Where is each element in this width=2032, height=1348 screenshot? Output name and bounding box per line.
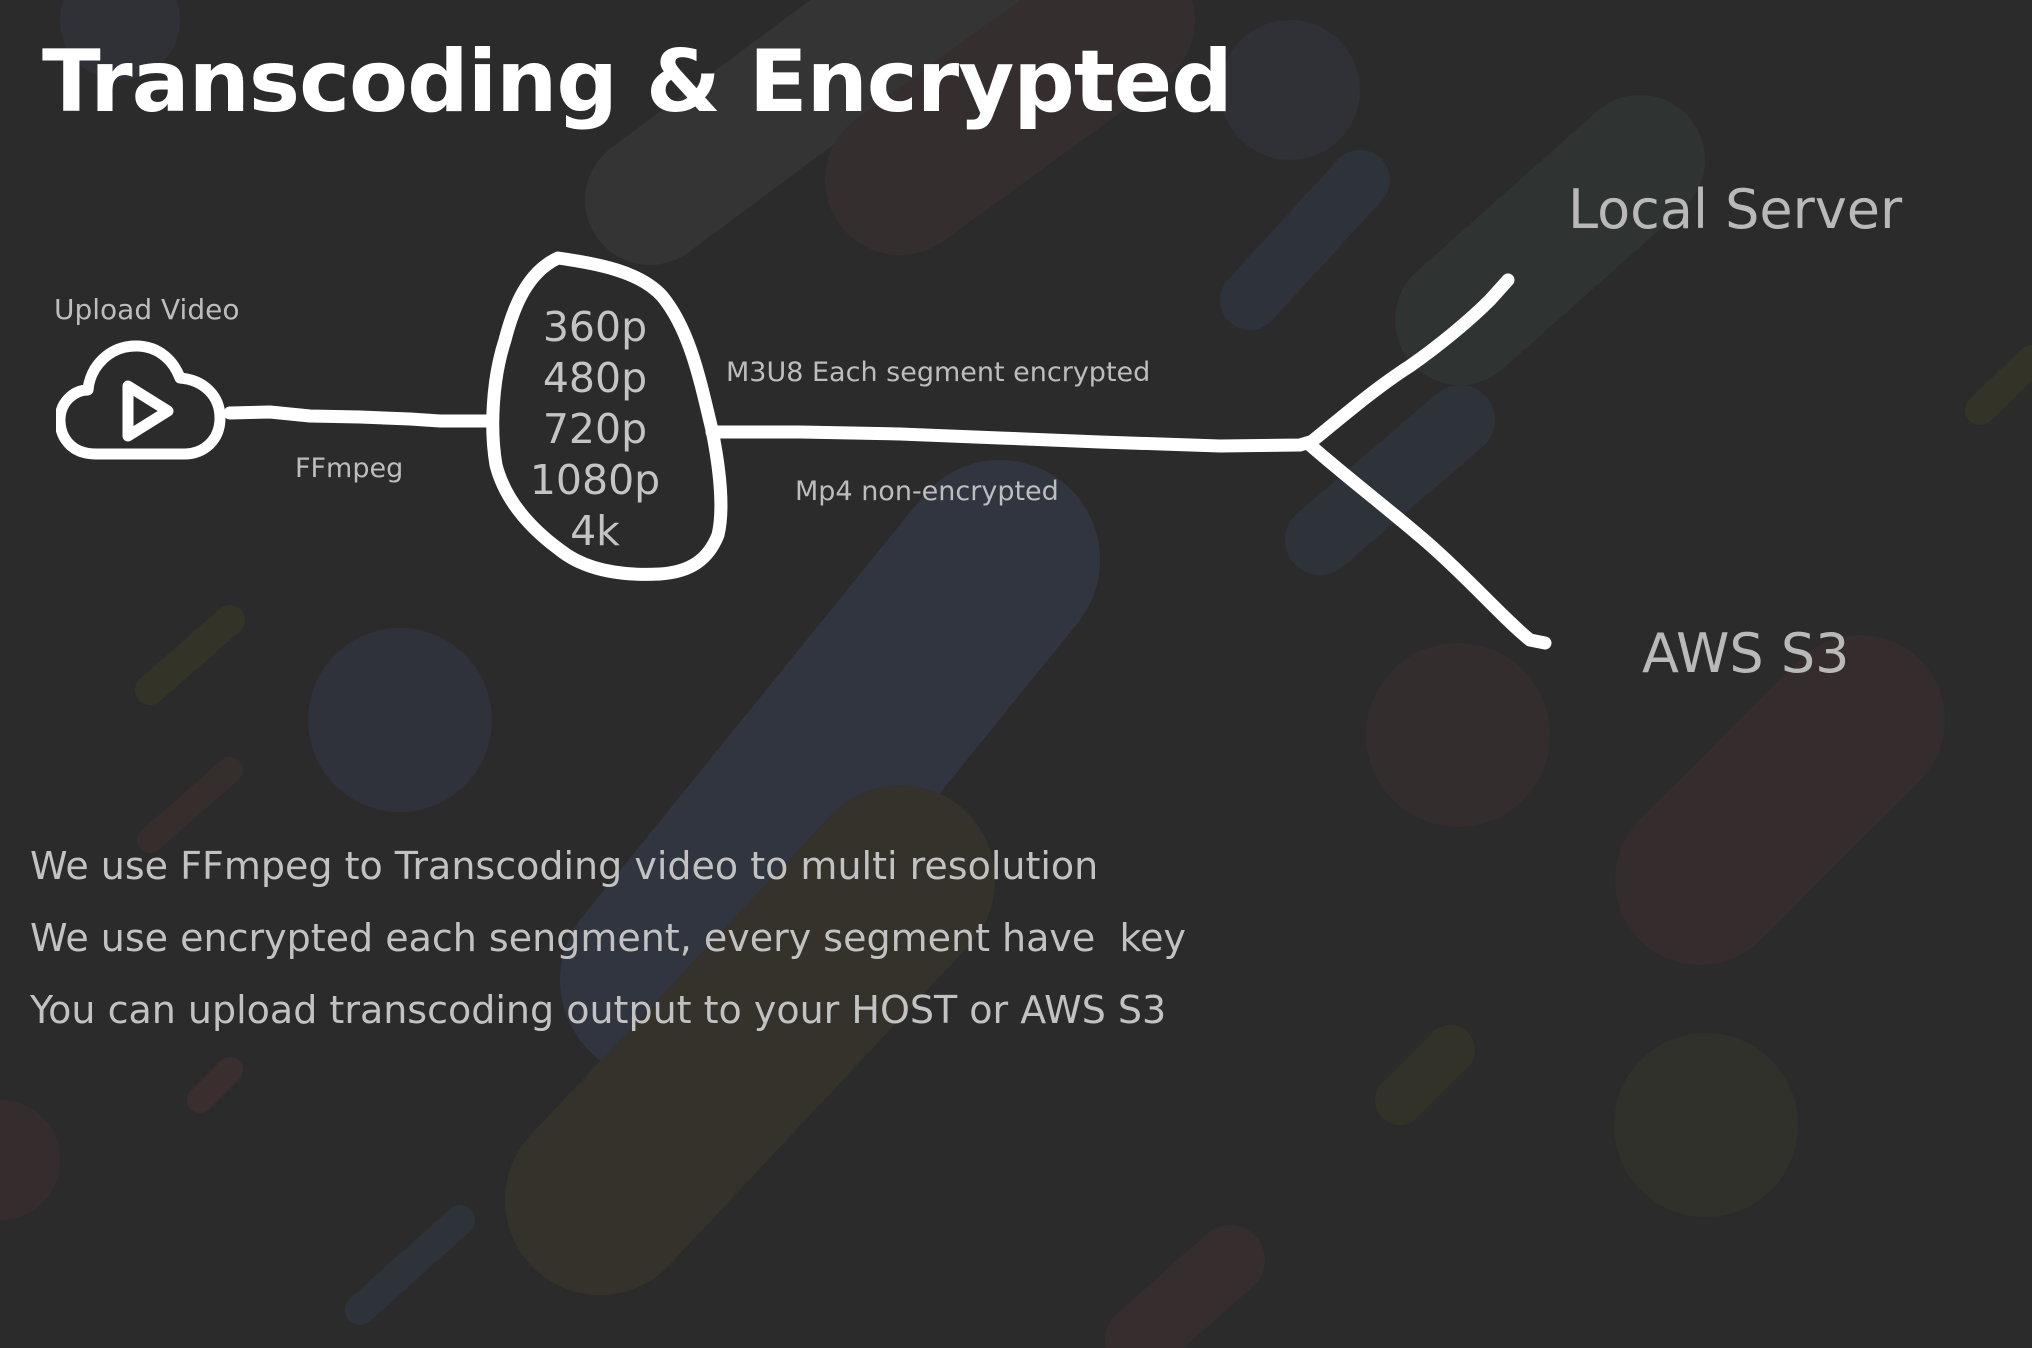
note-line: You can upload transcoding output to you… (30, 988, 1167, 1032)
notes-list: We use FFmpeg to Transcoding video to mu… (30, 830, 1186, 1046)
bg-circle (1614, 1033, 1798, 1217)
resolution-item: 360p (542, 303, 648, 351)
slide-title: Transcoding & Encrypted (42, 32, 1233, 132)
bg-stroke (825, 0, 1195, 255)
bg-stroke (1965, 345, 2032, 425)
edge-upload-to-transcode (223, 405, 497, 428)
edge-to-aws-s3 (1303, 438, 1552, 650)
cloud-play-icon (56, 340, 226, 460)
bg-stroke (1615, 635, 1945, 965)
bg-stroke (505, 785, 995, 1295)
upload-video-label: Upload Video (54, 293, 240, 326)
bg-circle (0, 1100, 60, 1220)
bg-circle (60, 0, 180, 80)
mp4-non-encrypted-label: Mp4 non-encrypted (795, 476, 1059, 507)
bg-stroke (1105, 1225, 1265, 1348)
bg-stroke (585, 0, 1029, 265)
resolution-item: 4k (570, 507, 620, 555)
cloud-outline (56, 340, 226, 460)
note-line: We use encrypted each sengment, every se… (30, 916, 1186, 960)
bg-stroke (1220, 150, 1390, 330)
resolution-item: 720p (542, 405, 648, 453)
edge-transcode-to-split (705, 425, 1317, 453)
local-server-label: Local Server (1568, 178, 1903, 241)
bg-stroke (1375, 1025, 1475, 1125)
bg-circle (1366, 643, 1550, 827)
bg-stroke (187, 1057, 243, 1113)
resolution-item: 480p (542, 354, 648, 402)
bg-stroke (345, 1205, 475, 1325)
edge-to-local-server (1303, 273, 1515, 450)
resolution-list: 360p 480p 720p 1080p 4k (520, 302, 670, 557)
resolution-item: 1080p (529, 456, 661, 504)
bg-stroke (135, 605, 245, 705)
bg-stroke (1285, 385, 1495, 575)
bg-circle (308, 628, 492, 812)
play-triangle-icon (122, 380, 174, 442)
m3u8-encrypted-label: M3U8 Each segment encrypted (726, 357, 1151, 388)
bg-circle (1220, 20, 1360, 160)
bg-stroke (560, 460, 1100, 1080)
note-line: We use FFmpeg to Transcoding video to mu… (30, 844, 1099, 888)
bg-stroke (137, 757, 243, 853)
aws-s3-label: AWS S3 (1642, 622, 1850, 685)
ffmpeg-label: FFmpeg (295, 453, 404, 484)
transcode-blob-outline (486, 251, 728, 581)
